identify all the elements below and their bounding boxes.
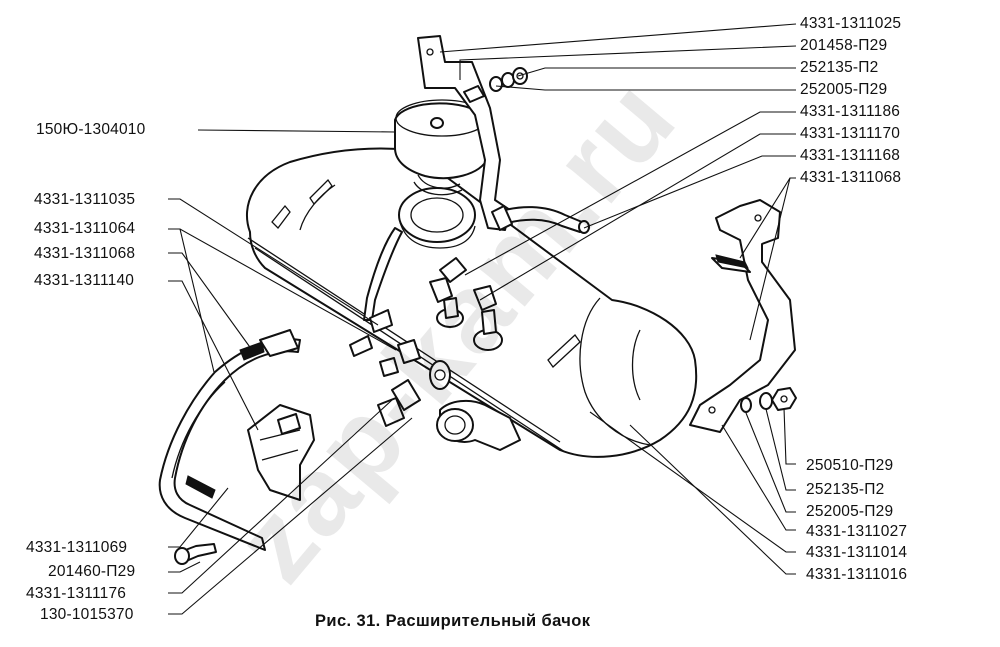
part-label: 201460-П29 bbox=[48, 563, 136, 580]
lower-left-bolt bbox=[174, 543, 217, 565]
part-label: 4331-1311064 bbox=[34, 220, 136, 237]
part-label: 250510-П29 bbox=[806, 457, 894, 474]
part-label: 4331-1311068 bbox=[800, 169, 902, 186]
left-strap bbox=[158, 329, 301, 551]
part-label: 4331-1311140 bbox=[34, 272, 135, 289]
part-label: 4331-1311068 bbox=[34, 245, 136, 262]
part-label: 4331-1311170 bbox=[800, 125, 901, 142]
left-leaders bbox=[168, 129, 413, 615]
part-label: 4331-1311014 bbox=[806, 544, 908, 561]
part-label: 252005-П29 bbox=[800, 81, 888, 98]
fittings bbox=[429, 257, 503, 351]
upper-bolt-washers bbox=[463, 67, 528, 103]
left-tube bbox=[349, 227, 403, 357]
part-label: 252005-П29 bbox=[806, 503, 894, 520]
right-leaders bbox=[439, 23, 797, 575]
part-label: 201458-П29 bbox=[800, 37, 888, 54]
part-label: 150Ю-1304010 bbox=[36, 121, 146, 138]
part-label: 4331-1311069 bbox=[26, 539, 128, 556]
figure-caption: Рис. 31. Расширительный бачок bbox=[315, 612, 591, 630]
part-label: 252135-П2 bbox=[800, 59, 879, 76]
part-label: 4331-1311035 bbox=[34, 191, 136, 208]
right-bolt-washers bbox=[740, 387, 797, 413]
left-support bbox=[247, 404, 315, 501]
tank-body bbox=[245, 147, 698, 458]
part-label: 4331-1311025 bbox=[800, 15, 902, 32]
part-label: 252135-П2 bbox=[806, 481, 885, 498]
part-label: 4331-1311176 bbox=[26, 585, 127, 602]
lower-fittings bbox=[377, 339, 451, 427]
part-label: 4331-1311168 bbox=[800, 147, 901, 164]
part-label: 130-1015370 bbox=[40, 606, 134, 623]
vent-pipe bbox=[491, 205, 590, 234]
outlet-pipe bbox=[436, 399, 521, 451]
part-label: 4331-1311186 bbox=[800, 103, 901, 120]
part-label: 4331-1311027 bbox=[806, 523, 908, 540]
part-label: 4331-1311016 bbox=[806, 566, 908, 583]
